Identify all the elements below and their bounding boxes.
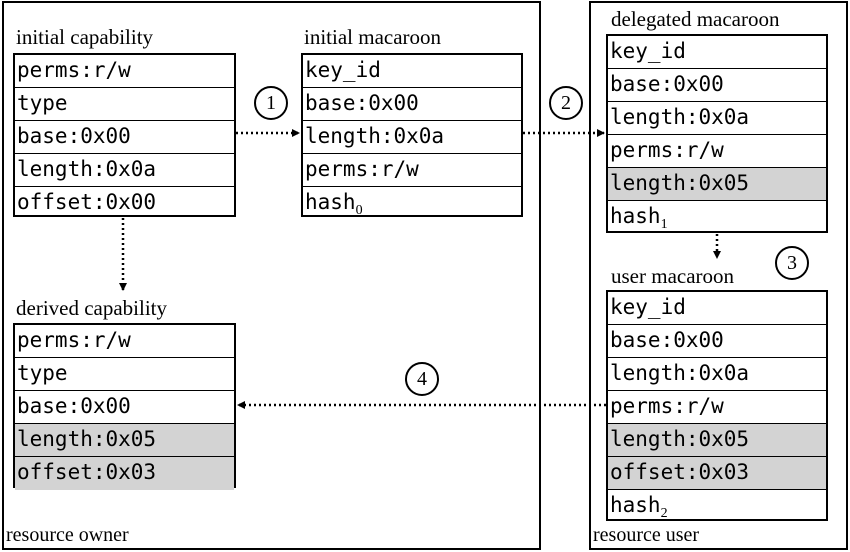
field-row: length:0x05 <box>608 424 826 457</box>
resource-owner-region <box>2 1 541 550</box>
field-row: perms:r/w <box>608 391 826 424</box>
initial-capability-title: initial capability <box>16 25 154 49</box>
field-text: length:0x05 <box>610 171 750 195</box>
field-row: hash0 <box>303 187 521 220</box>
field-text: key_id <box>610 295 686 319</box>
field-row: base:0x00 <box>15 391 234 424</box>
field-row: length:0x0a <box>608 358 826 391</box>
field-row: base:0x00 <box>303 88 521 121</box>
field-text: perms:r/w <box>610 394 724 418</box>
field-row: offset:0x00 <box>15 187 234 220</box>
field-row: hash1 <box>608 201 826 234</box>
field-row: length:0x0a <box>15 154 234 187</box>
field-row: length:0x05 <box>608 168 826 201</box>
field-row: base:0x00 <box>608 325 826 358</box>
initial-capability-box: perms:r/w type base:0x00 length:0x0a offset:… <box>13 53 236 217</box>
field-text: key_id <box>610 39 686 63</box>
step-3-marker: 3 <box>775 246 809 280</box>
field-subscript: 1 <box>660 217 668 233</box>
field-row: offset:0x03 <box>15 457 234 490</box>
field-text: perms:r/w <box>610 138 724 162</box>
delegated-macaroon-box: key_id base:0x00 length:0x0a perms:r/w lengt… <box>606 34 828 233</box>
field-text: hash <box>305 190 356 214</box>
field-text: key_id <box>305 58 381 82</box>
field-row: length:0x0a <box>303 121 521 154</box>
field-row: base:0x00 <box>608 69 826 102</box>
resource-owner-label: resource owner <box>6 524 129 546</box>
field-row: type <box>15 358 234 391</box>
field-row: length:0x0a <box>608 102 826 135</box>
initial-macaroon-title: initial macaroon <box>304 25 442 49</box>
initial-macaroon-box: key_id base:0x00 length:0x0a perms:r/w hash0 <box>301 53 523 220</box>
step-1-marker: 1 <box>254 86 288 120</box>
field-text: length:0x0a <box>17 157 157 181</box>
field-text: length:0x0a <box>305 124 445 148</box>
field-text: perms:r/w <box>17 328 131 352</box>
field-subscript: 2 <box>660 506 668 522</box>
field-text: offset:0x03 <box>17 460 157 484</box>
field-text: base:0x00 <box>305 91 419 115</box>
user-macaroon-box: key_id base:0x00 length:0x0a perms:r/w lengt… <box>606 290 828 521</box>
field-text: base:0x00 <box>17 394 131 418</box>
field-row: base:0x00 <box>15 121 234 154</box>
field-row: length:0x05 <box>15 424 234 457</box>
field-text: hash <box>610 493 661 517</box>
step-4-marker: 4 <box>405 362 439 396</box>
field-row: perms:r/w <box>15 55 234 88</box>
field-text: length:0x0a <box>610 361 750 385</box>
field-text: offset:0x00 <box>17 190 157 214</box>
field-text: hash <box>610 204 661 228</box>
field-text: base:0x00 <box>610 328 724 352</box>
field-text: type <box>17 91 68 115</box>
field-row: perms:r/w <box>15 325 234 358</box>
derived-capability-box: perms:r/w type base:0x00 length:0x05 offset:… <box>13 323 236 490</box>
field-row: key_id <box>303 55 521 88</box>
field-text: length:0x05 <box>17 427 157 451</box>
resource-user-region <box>589 1 848 550</box>
field-text: length:0x0a <box>610 105 750 129</box>
step-2-marker: 2 <box>549 86 583 120</box>
field-text: perms:r/w <box>17 58 131 82</box>
field-row: hash2 <box>608 490 826 523</box>
field-text: perms:r/w <box>305 157 419 181</box>
field-text: length:0x05 <box>610 427 750 451</box>
field-row: offset:0x03 <box>608 457 826 490</box>
field-row: key_id <box>608 292 826 325</box>
field-subscript: 0 <box>355 203 363 219</box>
delegated-macaroon-title: delegated macaroon <box>611 7 780 31</box>
field-row: perms:r/w <box>303 154 521 187</box>
field-row: perms:r/w <box>608 135 826 168</box>
field-text: offset:0x03 <box>610 460 750 484</box>
derived-capability-title: derived capability <box>16 296 168 320</box>
field-row: key_id <box>608 36 826 69</box>
field-text: base:0x00 <box>17 124 131 148</box>
field-row: type <box>15 88 234 121</box>
resource-user-label: resource user <box>593 524 700 546</box>
field-text: base:0x00 <box>610 72 724 96</box>
user-macaroon-title: user macaroon <box>611 264 735 288</box>
field-text: type <box>17 361 68 385</box>
